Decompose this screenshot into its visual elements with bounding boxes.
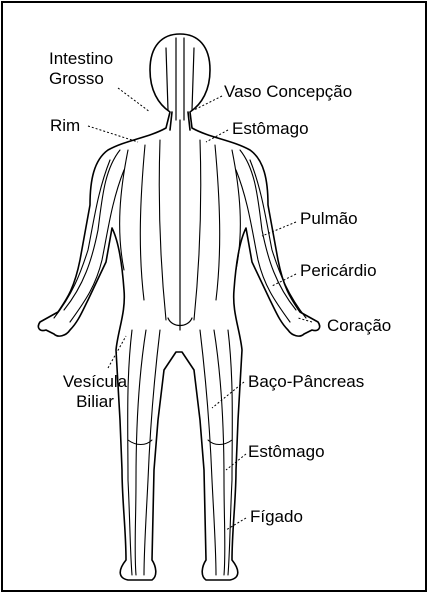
label-baco-pancreas: Baço-Pâncreas	[248, 372, 364, 391]
leader-figado	[226, 518, 246, 530]
label-estomago-lower: Estômago	[248, 442, 325, 461]
label-figado: Fígado	[250, 507, 303, 526]
leader-intestino-grosso	[118, 88, 150, 112]
leader-rim	[88, 126, 138, 142]
leader-coracao	[298, 318, 312, 322]
label-vaso-concepcao: Vaso Concepção	[224, 82, 352, 101]
label-vesicula-biliar-line2: Biliar	[60, 392, 130, 411]
label-intestino-grosso-line2: Grosso	[49, 69, 104, 88]
label-pulmao: Pulmão	[300, 209, 358, 228]
label-pericardio: Pericárdio	[300, 261, 377, 280]
label-rim: Rim	[50, 116, 80, 135]
label-estomago-upper: Estômago	[232, 119, 309, 138]
label-coracao: Coração	[327, 316, 391, 335]
leader-vaso-concepcao	[194, 96, 222, 110]
label-intestino-grosso-line1: Intestino	[49, 49, 113, 68]
label-vesicula-biliar-line1: Vesícula	[60, 372, 130, 391]
